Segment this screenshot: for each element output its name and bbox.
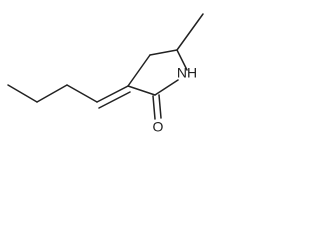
bond-c3-c4 (66, 84, 98, 103)
double-bond-outer (96, 85, 129, 103)
bond-c2-c3 (127, 85, 156, 96)
double-bond-inner (98, 91, 131, 109)
carbonyl-bond-a (152, 95, 156, 120)
bond-c3-c4ring (127, 54, 151, 87)
oxygen-label: O (153, 119, 164, 135)
bond-c5-n (176, 49, 188, 71)
bond-n-c2 (154, 79, 179, 96)
bond-c5-methyl (176, 13, 204, 51)
bond-c2-c3 (36, 84, 68, 103)
structure-diagram: NH O (7, 13, 204, 135)
bond-c1-c2 (7, 84, 38, 103)
bond-c4ring-c5 (149, 49, 178, 56)
carbonyl-bond-b (158, 94, 162, 119)
nitrogen-label: NH (177, 65, 197, 81)
